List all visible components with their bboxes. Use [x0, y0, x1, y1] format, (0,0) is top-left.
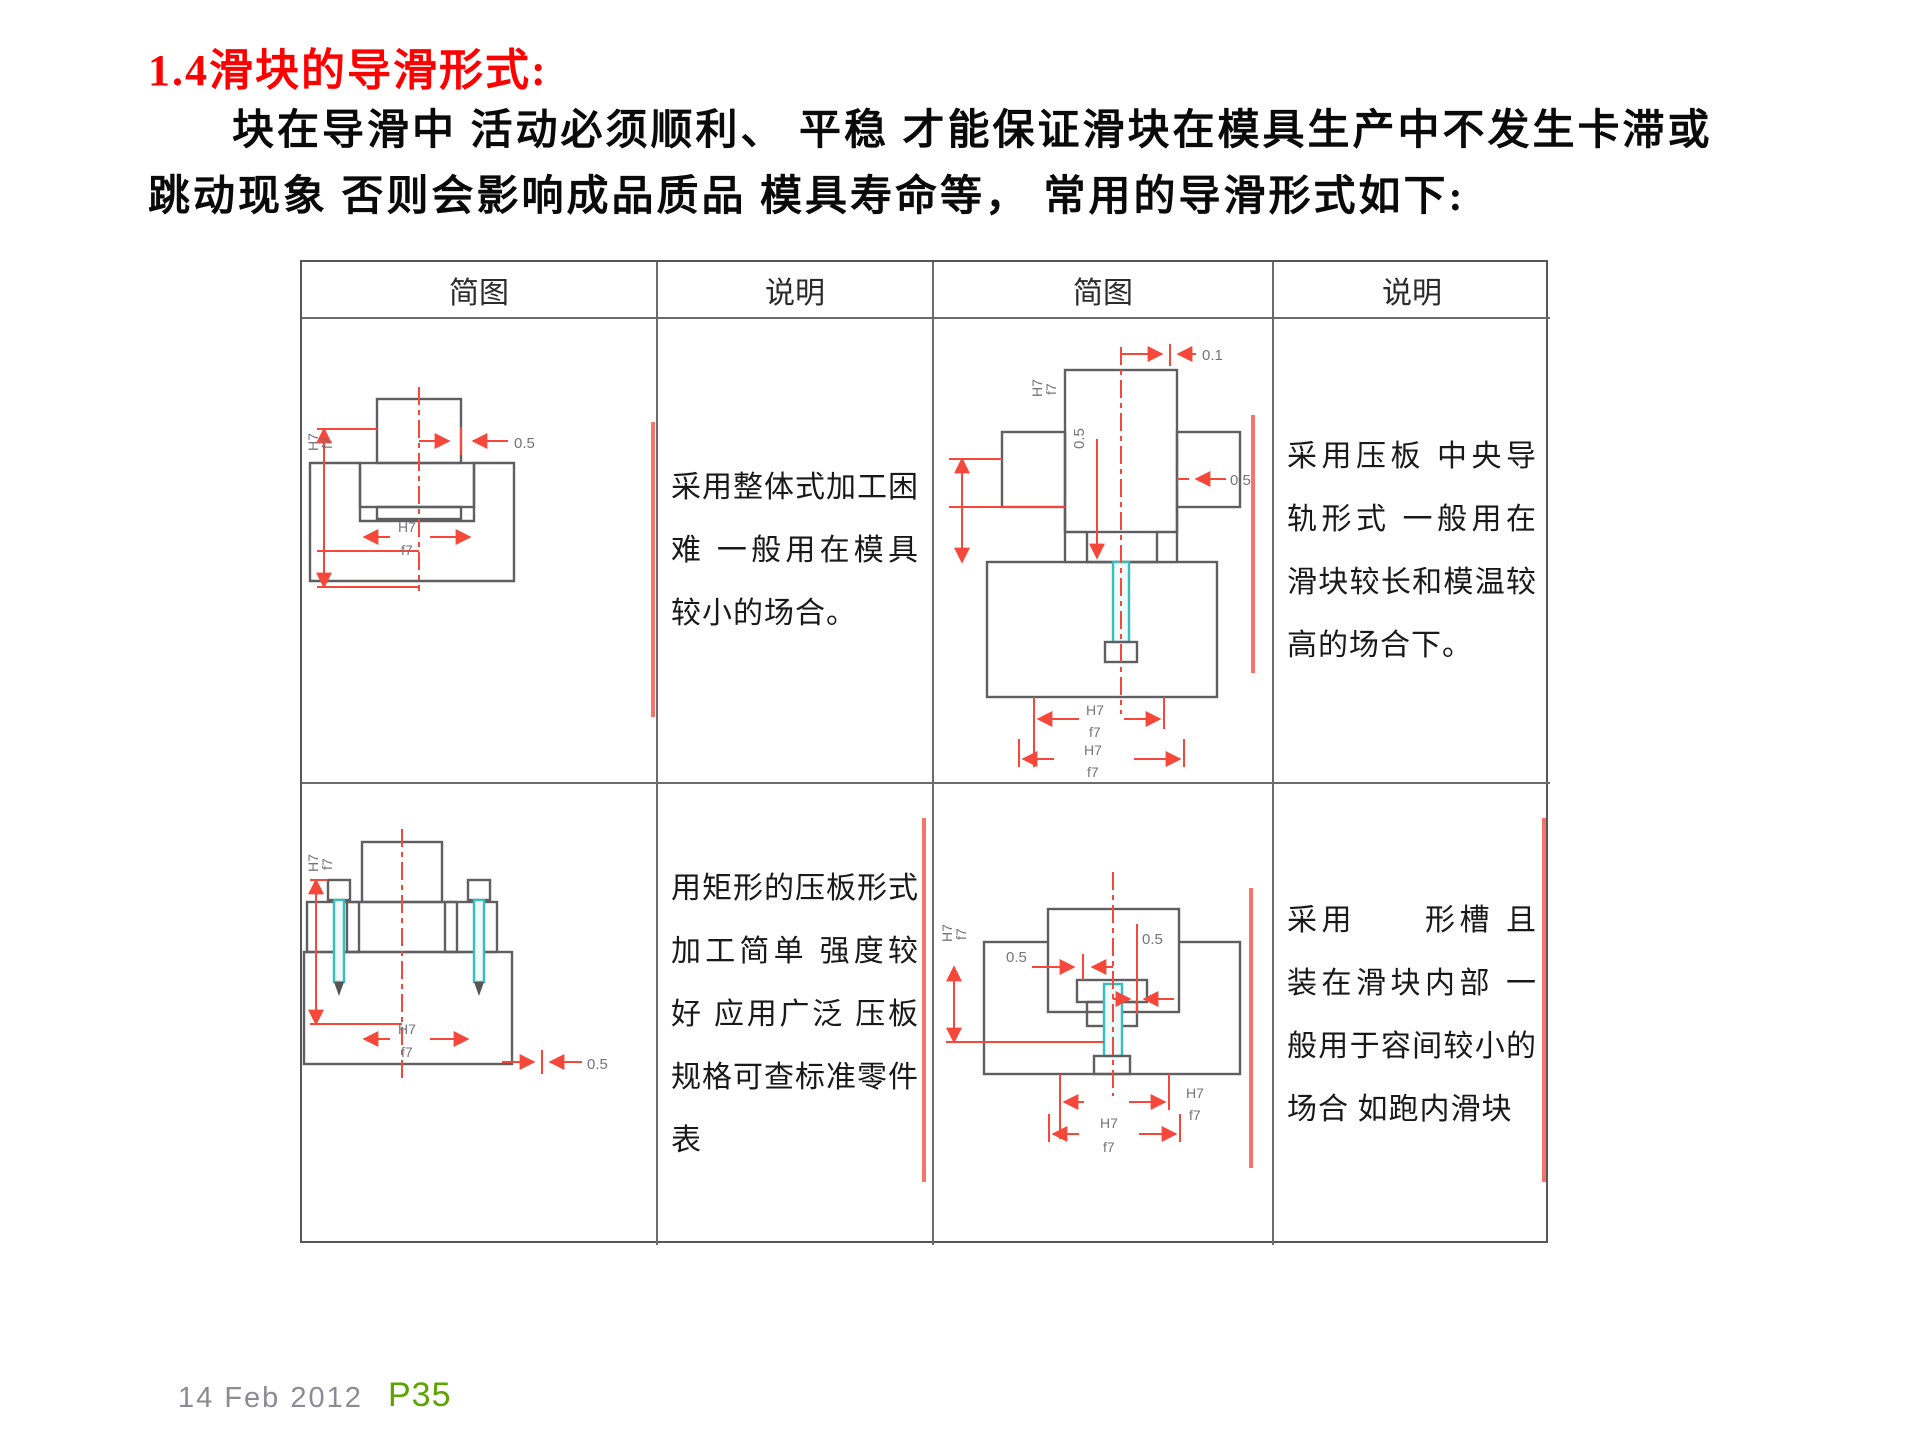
red-marker-line [1542, 818, 1546, 1182]
svg-text:H7: H7 [305, 433, 321, 451]
diagram2-dimensions [949, 344, 1226, 767]
cell-row1-diagram1: 0.5 H7 f7 H7 f7 [302, 319, 658, 784]
header-desc-1: 说明 [658, 262, 934, 319]
diagram1-side-fit-label: H7 f7 [305, 433, 335, 451]
header-diagram-1: 简图 [302, 262, 658, 319]
footer-page-number: P35 [388, 1376, 452, 1414]
dim-label-05-right: 0.5 [1230, 472, 1251, 489]
cell-row2-desc2: 采用 形槽 且装在滑块内部 一般用于容间较小的场合 如跑内滑块 [1274, 784, 1550, 1245]
cell-row1-desc1: 采用整体式加工困难 一般用在模具较小的场合。 [658, 319, 934, 784]
diagram-inner-t-slot: 0.5 0.5 H7 f7 H7 f7 H7 f7 [939, 872, 1242, 1155]
desc-inner-t-slot: 采用 形槽 且装在滑块内部 一般用于容间较小的场合 如跑内滑块 [1287, 903, 1537, 1126]
dim-label-01: 0.1 [1202, 347, 1223, 364]
intro-paragraph: 块在导滑中 活动必须顺利、 平稳 才能保证滑块在模具生产中不发生卡滞或 跳动现象… [148, 98, 1713, 230]
diagram-rect-pressure-plate: H7 f7 0.5 H7 f7 [302, 829, 608, 1079]
svg-text:f7: f7 [319, 437, 335, 449]
red-marker-line [1251, 415, 1255, 673]
dim-label-05: 0.5 [514, 435, 535, 452]
desc-rect-pressure-plate: 用矩形的压板形式 加工简单 强度较好 应用广泛 压板规格可查标准零件表 [671, 872, 919, 1157]
diagram-integral-t-slot: 0.5 H7 f7 H7 f7 [305, 387, 535, 591]
header-desc-2: 说明 [1274, 262, 1550, 319]
diagram4-side-fit-label: H7 f7 [939, 924, 969, 942]
diagram1-dimensions [316, 387, 508, 591]
svg-text:f7: f7 [1089, 724, 1101, 740]
cell-row1-desc2: 采用压板 中央导轨形式 一般用在滑块较长和模温较高的场合下。 [1274, 319, 1550, 784]
svg-text:H7: H7 [1186, 1085, 1204, 1101]
diagram2-gap-label: 0.5 [1071, 428, 1088, 449]
svg-text:f7: f7 [1189, 1107, 1201, 1123]
cell-row2-desc1: 用矩形的压板形式 加工简单 强度较好 应用广泛 压板规格可查标准零件表 [658, 784, 934, 1245]
svg-text:f7: f7 [1103, 1139, 1115, 1155]
cell-row2-diagram2: 0.5 0.5 H7 f7 H7 f7 H7 f7 [934, 784, 1274, 1245]
footer-date: 14 Feb 2012 [178, 1382, 363, 1414]
fit-label-f7: f7 [401, 542, 413, 558]
diagram3-dimensions [308, 829, 582, 1079]
diagram2-outline [985, 368, 1242, 699]
cell-row2-diagram1: H7 f7 0.5 H7 f7 [302, 784, 658, 1245]
svg-text:H7: H7 [939, 924, 955, 942]
dim-label-05-right: 0.5 [1142, 931, 1163, 948]
dim-label-05: 0.5 [587, 1056, 608, 1073]
svg-text:0.5: 0.5 [1071, 428, 1088, 449]
svg-text:f7: f7 [1043, 383, 1059, 395]
guide-forms-table: 简图 说明 简图 说明 [300, 260, 1550, 1245]
diagram-central-rail: 0.1 0.5 0.5 H7 f7 H7 f7 H7 f7 [949, 344, 1251, 780]
red-marker-line [651, 422, 655, 717]
svg-text:f7: f7 [953, 928, 969, 940]
header-diagram-2: 简图 [934, 262, 1274, 319]
svg-text:f7: f7 [401, 1044, 413, 1060]
diagram4-dimensions [946, 872, 1181, 1142]
intro-line-1: 块在导滑中 活动必须顺利、 平稳 才能保证滑块在模具生产中不发生卡滞或 [232, 108, 1713, 154]
svg-text:H7: H7 [305, 854, 321, 872]
cell-row1-diagram2: 0.1 0.5 0.5 H7 f7 H7 f7 H7 f7 [934, 319, 1274, 784]
svg-text:H7: H7 [1084, 742, 1102, 758]
red-marker-line [1249, 888, 1253, 1168]
diagram3-side-fit-label: H7 f7 [305, 854, 335, 872]
svg-text:f7: f7 [1087, 764, 1099, 780]
desc-central-rail: 采用压板 中央导轨形式 一般用在滑块较长和模温较高的场合下。 [1287, 439, 1537, 662]
fit-label-h7: H7 [398, 519, 416, 535]
dim-label-05-left: 0.5 [1006, 949, 1027, 966]
page-title: 1.4滑块的导滑形式: [148, 46, 548, 95]
svg-text:H7: H7 [1086, 702, 1104, 718]
svg-text:H7: H7 [1029, 379, 1045, 397]
svg-text:f7: f7 [319, 858, 335, 870]
intro-line-2: 跳动现象 否则会影响成品质品 模具寿命等， 常用的导滑形式如下: [148, 174, 1466, 220]
red-marker-line [922, 818, 926, 1182]
svg-text:H7: H7 [398, 1021, 416, 1037]
svg-text:H7: H7 [1100, 1115, 1118, 1131]
diagram2-side-fit-label: H7 f7 [1029, 379, 1059, 397]
desc-integral-type: 采用整体式加工困难 一般用在模具较小的场合。 [671, 471, 919, 630]
